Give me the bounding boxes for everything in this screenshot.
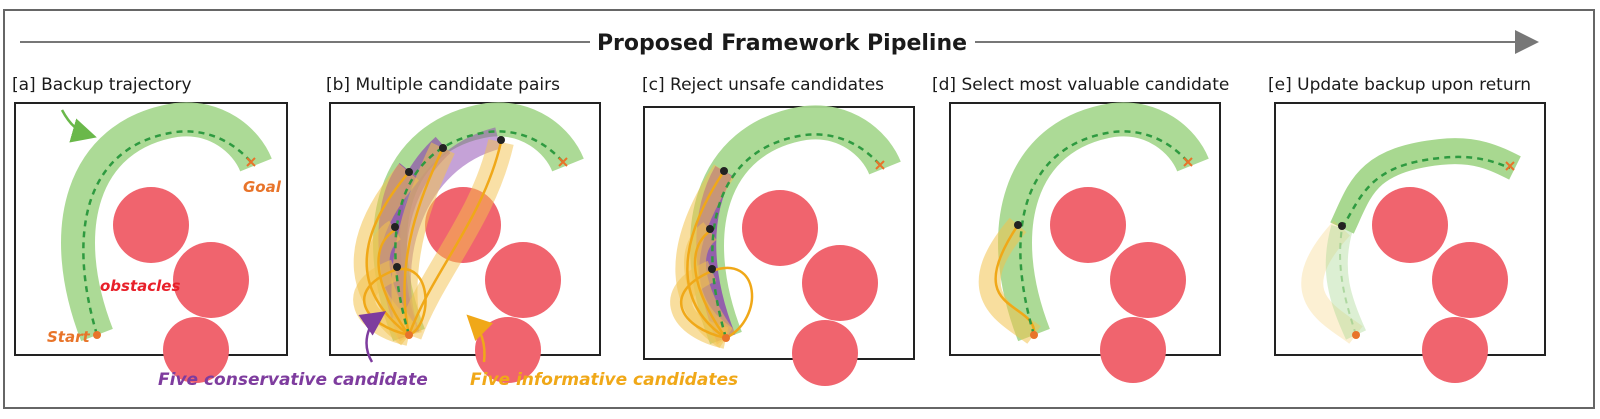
- panel-d-label: [d] Select most valuable candidate: [932, 75, 1229, 95]
- informative-pointer-arrow: [466, 314, 493, 363]
- panel-b: [329, 102, 601, 383]
- pipeline-title: Proposed Framework Pipeline: [597, 31, 967, 56]
- backup-pointer-arrow: [60, 109, 97, 143]
- panel-c: [643, 107, 915, 386]
- panel-a: Goal obstacles Start: [14, 102, 288, 383]
- panel-d: [949, 102, 1221, 383]
- conservative-pointer-arrow: [358, 311, 387, 363]
- conservative-label: Five conservative candidate: [158, 370, 428, 390]
- start-label: Start: [47, 328, 90, 346]
- panel-e-label: [e] Update backup upon return: [1268, 75, 1531, 95]
- panel-e: [1274, 102, 1546, 383]
- informative-label: Five informative candidates: [470, 370, 738, 390]
- panel-b-label: [b] Multiple candidate pairs: [326, 75, 560, 95]
- goal-label: Goal: [243, 178, 282, 196]
- panel-c-label: [c] Reject unsafe candidates: [642, 75, 884, 95]
- panel-a-label: [a] Backup trajectory: [12, 75, 192, 95]
- obstacles-label: obstacles: [100, 277, 180, 295]
- outer-frame: [3, 9, 1595, 409]
